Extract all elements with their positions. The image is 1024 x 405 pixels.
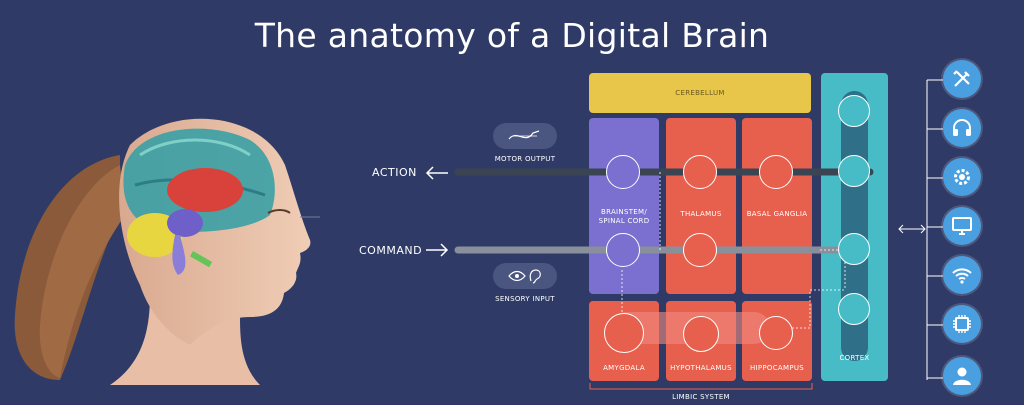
tools-icon[interactable] xyxy=(943,60,981,98)
heart-icon xyxy=(683,316,719,352)
cerebellum-block: CEREBELLUM xyxy=(589,73,811,113)
cortex-icon-2 xyxy=(838,155,870,187)
head-illustration xyxy=(14,118,320,385)
cortex-icon-3 xyxy=(838,233,870,265)
hippocampus-label: HIPPOCAMPUS xyxy=(749,364,805,372)
eye-ear-icon xyxy=(508,269,541,284)
thalamus-top-icon xyxy=(683,155,717,189)
sensory-input-badge xyxy=(493,263,557,289)
cortex-icon-1 xyxy=(838,95,870,127)
action-label: ACTION xyxy=(372,166,417,179)
motor-output-badge xyxy=(493,123,557,149)
gear-icon[interactable] xyxy=(943,158,981,196)
user-icon[interactable] xyxy=(943,357,981,395)
thalamus-bottom-icon xyxy=(683,233,717,267)
monitor-icon[interactable] xyxy=(943,207,981,245)
page-title: The anatomy of a Digital Brain xyxy=(254,16,770,55)
sensory-input-label: SENSORY INPUT xyxy=(495,295,555,303)
arrow-right-icon xyxy=(426,243,449,257)
thalamus-label: THALAMUS xyxy=(680,210,722,218)
limbic-bracket xyxy=(589,383,813,390)
cerebellum-label: CEREBELLUM xyxy=(675,89,725,97)
pathways xyxy=(454,168,874,254)
motor-output-label: MOTOR OUTPUT xyxy=(494,155,556,163)
amygdala-label: AMYGDALA xyxy=(603,364,645,372)
limbic-connectors xyxy=(610,250,846,344)
command-label: COMMAND xyxy=(359,244,423,257)
chip-icon[interactable] xyxy=(943,305,981,343)
headphones-icon[interactable] xyxy=(943,109,981,147)
brainstem-bottom-icon xyxy=(606,233,640,267)
brainstem-top-icon xyxy=(606,155,640,189)
basal-ganglia-block: BASAL GANGLIA xyxy=(742,118,812,294)
cortex-icon-4 xyxy=(838,293,870,325)
amygdala-icon xyxy=(604,313,644,353)
brainstem-label: BRAINSTEM/ SPINAL CORD xyxy=(598,208,650,225)
basal-ganglia-label: BASAL GANGLIA xyxy=(746,210,808,218)
wifi-icon[interactable] xyxy=(943,256,981,294)
hippocampus-icon xyxy=(759,316,793,350)
right-connector xyxy=(898,79,943,380)
cortex-label: CORTEX xyxy=(839,354,870,362)
hypothalamus-label: HYPOTHALAMUS xyxy=(670,364,732,372)
basal-ganglia-icon xyxy=(759,155,793,189)
arrow-left-icon xyxy=(425,166,448,180)
wave-icon xyxy=(508,130,540,140)
limbic-system-label: LIMBIC SYSTEM xyxy=(672,393,730,401)
